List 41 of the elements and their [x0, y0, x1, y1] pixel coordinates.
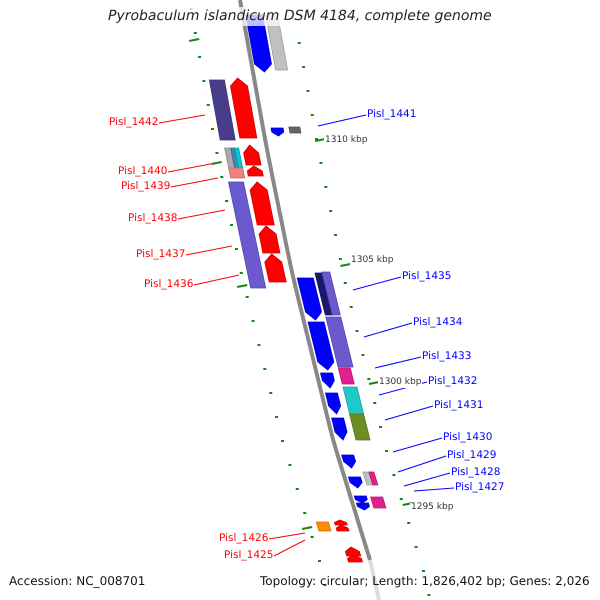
gene-label: Pisl_1442 — [109, 117, 158, 129]
scale-label: 1295 kbp — [410, 503, 454, 513]
leader-line — [318, 114, 366, 126]
footer-text: Accession: NC_008701 — [9, 574, 146, 588]
leader-line — [170, 178, 218, 188]
gene-label: Pisl_1428 — [451, 467, 500, 479]
leader-line — [178, 210, 226, 220]
leader-line — [398, 456, 446, 472]
scale-label: 1310 kbp — [324, 136, 368, 146]
gene-label: Pisl_1427 — [455, 482, 504, 494]
leader-line — [352, 276, 402, 290]
leader-line — [194, 274, 240, 286]
leader-line — [404, 472, 450, 486]
gene-label: Pisl_1434 — [413, 317, 462, 329]
gene-label: Pisl_1437 — [136, 249, 186, 261]
gene-label: Pisl_1438 — [128, 213, 178, 225]
leader-line — [384, 406, 434, 420]
gene-label: Pisl_1433 — [422, 351, 472, 363]
leader-line — [168, 162, 216, 172]
leader-line — [186, 246, 232, 256]
leader-line — [274, 540, 306, 556]
scale-label: 1300 kbp — [378, 378, 422, 388]
gene-label: Pisl_1430 — [443, 432, 492, 444]
leader-line — [392, 438, 442, 452]
scale-label: 1305 kbp — [350, 256, 394, 266]
gene-label: Pisl_1431 — [434, 400, 484, 412]
gene-label: Pisl_1429 — [447, 450, 496, 462]
leader-line — [268, 532, 306, 540]
leader-line — [158, 114, 206, 124]
gene-label: Pisl_1440 — [118, 166, 168, 178]
gene-label: Pisl_1436 — [144, 279, 194, 291]
gene-label: Pisl_1432 — [428, 376, 478, 388]
gene-label: Pisl_1439 — [121, 181, 170, 193]
gene-label: Pisl_1426 — [219, 533, 268, 545]
gene-label: Pisl_1441 — [367, 109, 416, 121]
gene-label: Pisl_1425 — [224, 550, 274, 562]
leader-line — [414, 488, 454, 492]
leader-line — [374, 356, 422, 368]
gene-label: Pisl_1435 — [402, 271, 452, 283]
footer-text: Topology: circular; Length: 1,826,402 bp; Genes: 2,026 — [260, 574, 590, 588]
leader-line — [364, 322, 412, 338]
